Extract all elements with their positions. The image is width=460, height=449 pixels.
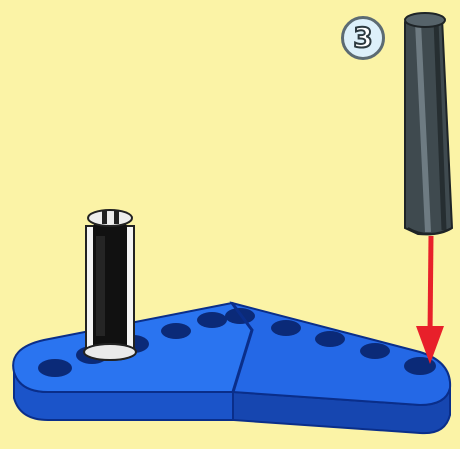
friction-pin bbox=[84, 210, 136, 360]
step-number: 3 bbox=[353, 24, 372, 52]
step-number-badge: 3 bbox=[341, 16, 385, 60]
insert-arrow-icon bbox=[416, 236, 444, 364]
axle bbox=[405, 13, 452, 234]
angled-liftarm bbox=[13, 303, 450, 433]
